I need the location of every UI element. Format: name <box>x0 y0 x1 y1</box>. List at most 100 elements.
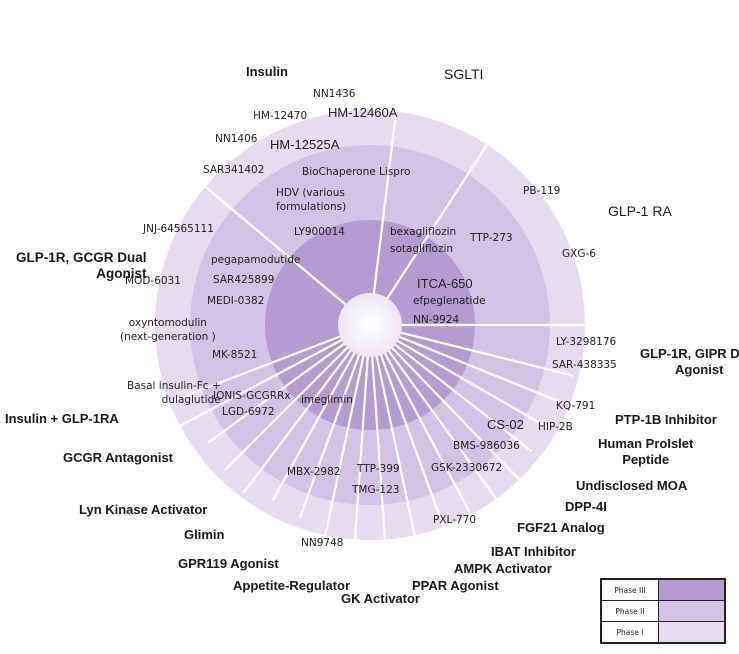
drug-efpeglenatide: efpeglenatide <box>413 295 486 307</box>
sector-divider <box>369 324 476 522</box>
class-glp1r-gipr-line2: Agonist <box>675 361 724 377</box>
sector-divider <box>368 324 418 546</box>
class-human-proislet-line1: Human ProIslet <box>598 436 694 451</box>
hub <box>338 293 402 357</box>
drug-gsk-2330672: GSK-2330672 <box>431 462 503 474</box>
sector-divider <box>272 324 371 501</box>
drug-hdv: HDV (various formulations) <box>276 186 346 214</box>
class-glp1r-gipr-line1: GLP-1R, GIPR Dual <box>640 346 739 361</box>
drug-basal-insulin-line2: dulaglutide <box>161 394 221 407</box>
legend-swatch-phase-3 <box>659 580 724 600</box>
sector-divider <box>369 324 523 483</box>
sector-divider <box>324 324 372 536</box>
drug-nn9748: NN9748 <box>301 537 344 549</box>
drug-sar341402: SAR341402 <box>203 164 265 176</box>
drug-hdv-line1: HDV (various <box>276 187 345 199</box>
class-gpr119: GPR119 Agonist <box>178 556 279 571</box>
class-glp1ra: GLP-1 RA <box>608 203 672 219</box>
sector-divider <box>196 179 371 326</box>
drug-kq-791: KQ-791 <box>556 400 596 412</box>
drug-pegapamodutide: pegapamodutide <box>211 254 301 266</box>
sector-divider <box>368 94 400 326</box>
sector-divider <box>369 139 491 326</box>
drug-ttp-273: TTP-273 <box>470 232 513 244</box>
sector-divider <box>168 323 371 404</box>
class-glp1r-gcgr-line2: Agonist <box>96 266 147 282</box>
drug-sar-438335: SAR-438335 <box>552 359 617 371</box>
drug-sotagliflozin: sotagliflozin <box>390 243 454 255</box>
sector-divider <box>369 324 549 429</box>
legend-label-phase-3: Phase III <box>602 580 659 600</box>
drug-mbx-2982: MBX-2982 <box>287 466 341 478</box>
drug-nn1406: NN1406 <box>215 133 258 145</box>
class-dpp4i: DPP-4I <box>565 499 607 514</box>
drug-bexagliflozin: bexagliflozin <box>390 226 457 238</box>
class-lyn-kinase: Lyn Kinase Activator <box>79 502 208 517</box>
legend-label-phase-2: Phase II <box>602 601 659 621</box>
drug-oxyntomodulin-line1: oxyntomodulin <box>128 317 207 329</box>
class-sglti: SGLTI <box>444 66 484 82</box>
drug-basal-insulin-dulaglutide: Basal insulin-Fc + dulaglutide <box>127 379 221 407</box>
drug-pb-119: PB-119 <box>523 185 561 197</box>
drug-itca-650: ITCA-650 <box>417 276 473 291</box>
drug-hm-12460a: HM-12460A <box>328 105 398 120</box>
class-human-proislet-line2: Peptide <box>622 451 670 467</box>
drug-bms-986036: BMS-986036 <box>453 440 520 452</box>
class-insulin: Insulin <box>246 64 288 79</box>
drug-ly-3298176: LY-3298176 <box>556 336 617 348</box>
legend-swatch-phase-2 <box>659 601 724 621</box>
sector-divider <box>368 324 387 540</box>
class-glp1r-gipr: GLP-1R, GIPR Dual Agonist <box>640 346 739 377</box>
drug-nn1436: NN1436 <box>313 88 356 100</box>
drug-hip-2b: HIP-2B <box>538 421 573 433</box>
drug-oxyntomodulin-line2: (next-generation ) <box>120 331 216 344</box>
class-ampk: AMPK Activator <box>454 561 552 576</box>
drug-ly900014: LY900014 <box>294 226 345 238</box>
drug-tmg-123: TMG-123 <box>352 484 400 496</box>
sector-divider <box>298 324 372 519</box>
legend-row-phase-2: Phase II <box>602 601 724 622</box>
phase-legend: Phase III Phase II Phase I <box>600 578 726 644</box>
sector-divider <box>207 324 371 444</box>
class-glp1r-gcgr: GLP-1R, GCGR Dual Agonist <box>16 250 147 282</box>
drug-biochaperone-lispro: BioChaperone Lispro <box>302 166 411 178</box>
class-ppar: PPAR Agonist <box>412 578 499 593</box>
class-human-proislet: Human ProIslet Peptide <box>598 436 693 467</box>
drug-ttp-399: TTP-399 <box>357 463 400 475</box>
legend-row-phase-1: Phase I <box>602 622 724 642</box>
class-undisclosed: Undisclosed MOA <box>576 478 688 493</box>
drug-hdv-line2: formulations) <box>276 201 347 214</box>
drug-oxyntomodulin: oxyntomodulin (next-generation ) <box>120 316 216 344</box>
sector-divider <box>353 324 372 547</box>
drug-sar425899: SAR425899 <box>213 274 275 286</box>
drug-pxl-770: PXL-770 <box>433 514 477 526</box>
sector-divider <box>224 324 371 471</box>
drug-ionis-gcgrrx: IONIS-GCGRRx <box>213 390 291 402</box>
class-glp1r-gcgr-line1: GLP-1R, GCGR Dual <box>16 250 147 265</box>
drug-jnj-64565111: JNJ-64565111 <box>143 223 214 235</box>
drug-nn-9924: NN-9924 <box>413 314 460 326</box>
sector-divider <box>242 324 371 494</box>
drug-imeglimin: imeglimin <box>301 394 353 406</box>
drug-hm-12525a: HM-12525A <box>270 137 340 152</box>
drug-hm-12470: HM-12470 <box>253 110 308 122</box>
class-insulin-glp1ra: Insulin + GLP-1RA <box>5 411 119 426</box>
class-ptp1b: PTP-1B Inhibitor <box>615 412 717 427</box>
class-fgf21: FGF21 Analog <box>517 520 605 535</box>
sector-divider <box>369 324 533 453</box>
spokes <box>168 94 595 547</box>
class-gk: GK Activator <box>341 591 420 606</box>
legend-row-phase-3: Phase III <box>602 580 724 601</box>
drug-mk-8521: MK-8521 <box>212 349 258 361</box>
drug-cs-02: CS-02 <box>487 417 524 432</box>
drug-gxg-6: GXG-6 <box>562 248 596 260</box>
legend-label-phase-1: Phase I <box>602 622 659 642</box>
drug-mod-6031: MOD-6031 <box>125 275 181 287</box>
drug-medi-0382: MEDI-0382 <box>207 295 265 307</box>
drug-lgd-6972: LGD-6972 <box>222 406 275 418</box>
class-glimin: Glimin <box>184 527 225 542</box>
class-ibat: IBAT Inhibitor <box>491 544 576 559</box>
sector-divider <box>369 323 561 403</box>
class-appetite: Appetite-Regulator <box>233 578 350 593</box>
